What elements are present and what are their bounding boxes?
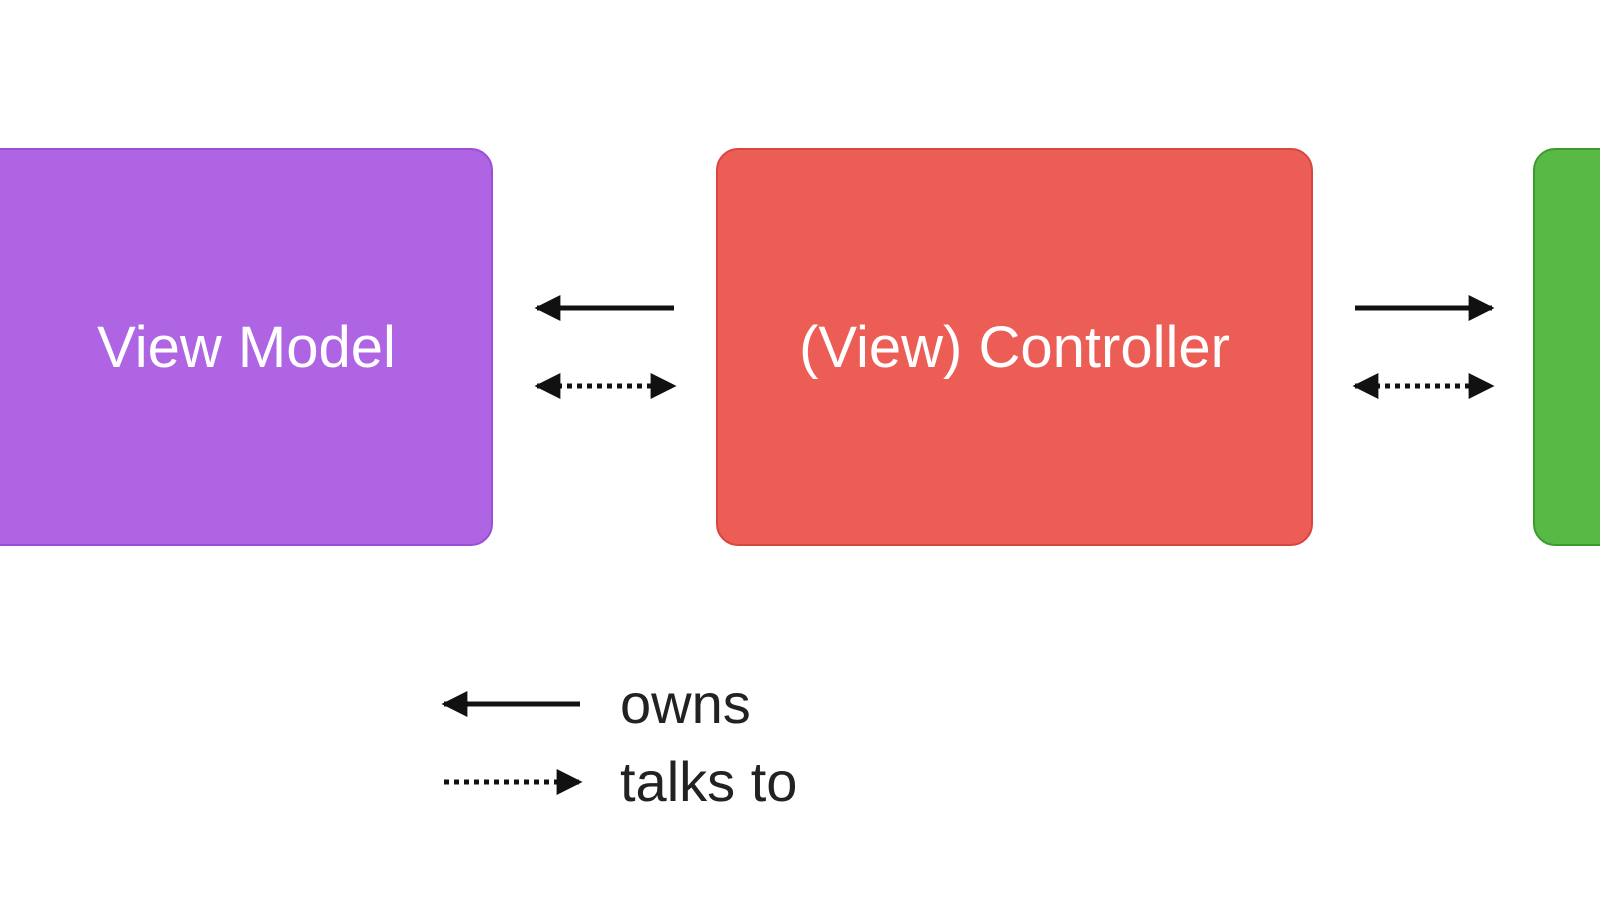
view-model-label: View Model xyxy=(97,314,396,380)
view-controller-label: (View) Controller xyxy=(799,314,1230,380)
legend-owns-label: owns xyxy=(620,672,751,735)
legend-talks-label: talks to xyxy=(620,750,798,813)
green-partial-box xyxy=(1533,148,1600,546)
view-controller-box: (View) Controller xyxy=(716,148,1313,546)
view-model-box: View Model xyxy=(0,148,493,546)
